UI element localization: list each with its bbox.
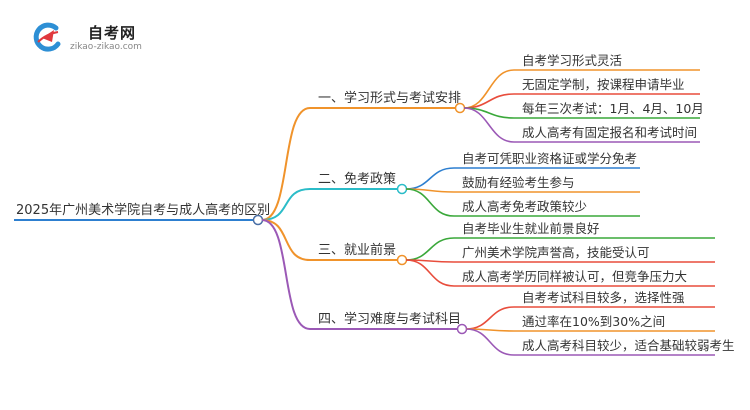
child-connector [405, 188, 455, 217]
child-connector [463, 69, 515, 109]
child-label: 无固定学制，按课程申请毕业 [522, 77, 685, 92]
branch-label: 二、免考政策 [318, 172, 397, 187]
site-logo[interactable]: 自考网 zikao-zikao.com [22, 18, 152, 58]
logo-name: 自考网 [88, 24, 137, 42]
branch-label: 一、学习形式与考试安排 [318, 91, 462, 106]
root-topic: 2025年广州美术学院自考与成人高考的区别 [16, 203, 271, 218]
branch-connector [261, 219, 311, 330]
child-label: 成人高考有固定报名和考试时间 [522, 125, 698, 140]
branch-node-circle[interactable] [396, 254, 408, 266]
child-label: 自考毕业生就业前景良好 [462, 221, 600, 236]
branch-label: 三、就业前景 [318, 243, 397, 258]
child-label: 自考可凭职业资格证或学分免考 [462, 151, 638, 166]
branch-connector [261, 219, 311, 261]
child-connector [405, 237, 455, 261]
child-connector [463, 107, 515, 143]
child-connector [405, 167, 455, 190]
child-connector [465, 328, 515, 356]
child-label: 自考学习形式灵活 [522, 53, 623, 68]
child-label: 广州美术学院声誉高，技能受认可 [462, 245, 650, 260]
child-label: 鼓励有经验考生参与 [462, 175, 575, 190]
branch-connector [261, 188, 311, 221]
branch-node-circle[interactable] [396, 183, 408, 195]
child-connector [465, 306, 515, 330]
child-connector [405, 259, 455, 287]
child-label: 成人高考科目较少，适合基础较弱考生 [522, 338, 735, 353]
branch-connector [261, 107, 311, 221]
branch-label: 四、学习难度与考试科目 [318, 312, 462, 327]
child-label: 每年三次考试：1月、4月、10月 [522, 101, 704, 116]
child-label: 成人高考免考政策较少 [462, 199, 588, 214]
child-label: 成人高考学历同样被认可，但竞争压力大 [462, 269, 688, 284]
logo-c-icon [33, 22, 61, 52]
child-label: 通过率在10%到30%之间 [522, 314, 666, 329]
child-label: 自考考试科目较多，选择性强 [522, 290, 685, 305]
logo-url: zikao-zikao.com [70, 42, 142, 52]
